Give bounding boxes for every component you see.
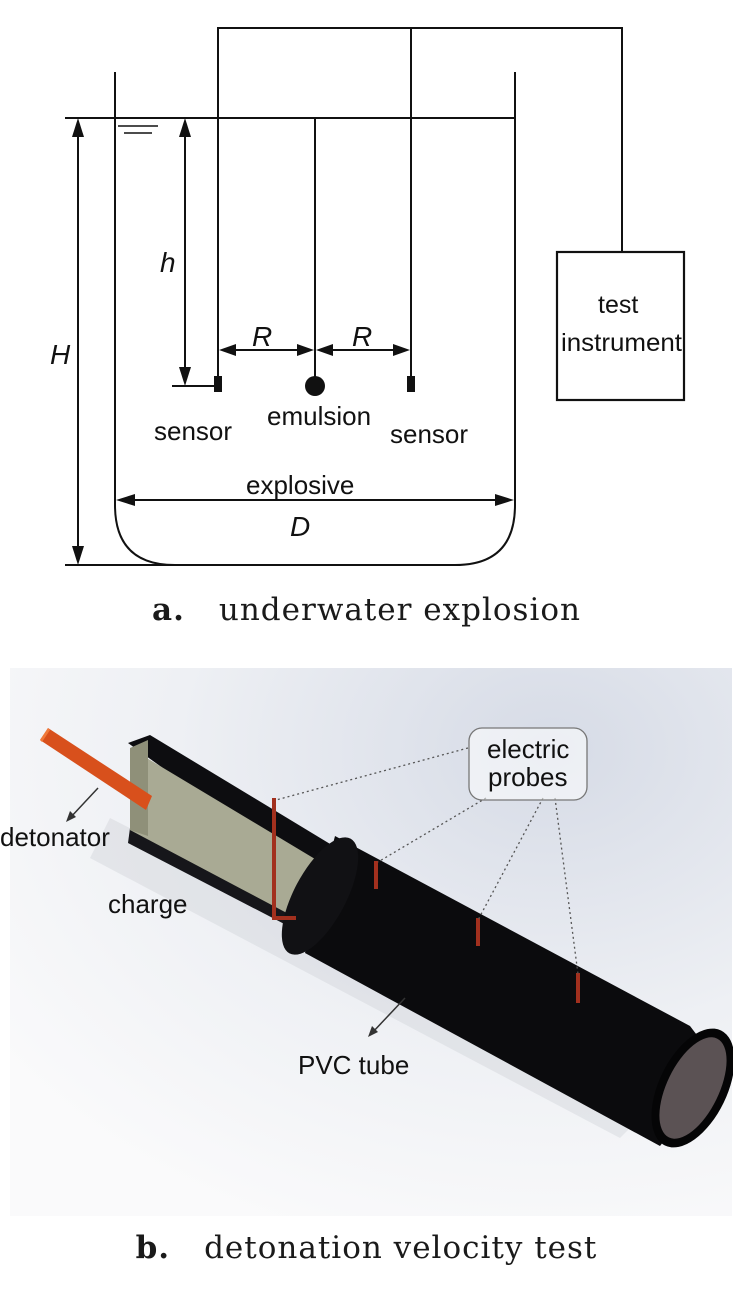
electric-probe-2 bbox=[374, 861, 378, 889]
test-instrument-box bbox=[555, 250, 686, 402]
arrowhead bbox=[72, 118, 84, 137]
caption-a-text: underwater explosion bbox=[218, 592, 582, 628]
sensor-left-marker bbox=[214, 376, 222, 392]
caption-b-letter: b. bbox=[135, 1230, 171, 1266]
wire-left-sensor bbox=[217, 27, 623, 380]
label-explosive: explosive bbox=[246, 470, 354, 500]
pvc-tube-end-face bbox=[659, 1037, 727, 1139]
caption-b: b. detonation velocity test bbox=[0, 1230, 733, 1266]
arrowhead bbox=[66, 811, 76, 822]
caption-a: a. underwater explosion bbox=[0, 592, 733, 628]
electric-probe-1 bbox=[272, 798, 276, 920]
arrowhead bbox=[179, 118, 191, 137]
label-electric: electric bbox=[487, 734, 569, 764]
label-h: h bbox=[160, 247, 176, 278]
arrowhead bbox=[179, 367, 191, 386]
water-tank bbox=[114, 72, 516, 566]
pvc-tube-body bbox=[305, 836, 722, 1146]
label-emulsion: emulsion bbox=[267, 401, 371, 431]
underwater-explosion-diagram: H h R R D sensor sensor emulsion explosi… bbox=[50, 27, 686, 566]
sensor-right-marker bbox=[407, 376, 415, 392]
exposed-charge bbox=[130, 748, 330, 920]
arrowhead bbox=[72, 546, 84, 565]
detonator-pointer bbox=[69, 787, 99, 819]
detonator-rod-tip bbox=[40, 728, 50, 742]
label-probes: probes bbox=[488, 762, 568, 792]
label-pvc-tube: PVC tube bbox=[298, 1050, 409, 1080]
probe-leader-2 bbox=[377, 797, 487, 863]
detonator-rod bbox=[40, 728, 152, 810]
tube-pointer bbox=[371, 997, 406, 1034]
detonation-velocity-test-diagram: electric probes detonator charge PVC tub… bbox=[0, 668, 733, 1216]
arrowhead bbox=[316, 344, 333, 356]
arrowhead bbox=[368, 1026, 378, 1037]
label-H: H bbox=[50, 339, 71, 370]
electric-probe-1-base bbox=[272, 916, 296, 920]
caption-a-letter: a. bbox=[151, 592, 185, 628]
label-test: test bbox=[598, 291, 638, 319]
probe-leader-3 bbox=[477, 797, 544, 921]
arrowhead bbox=[393, 344, 410, 356]
arrowhead bbox=[495, 494, 514, 506]
pvc-tube-start-ring bbox=[281, 837, 359, 955]
electric-probes-callout bbox=[468, 727, 588, 801]
label-charge: charge bbox=[108, 889, 188, 919]
label-sensor-left: sensor bbox=[154, 416, 232, 446]
electric-probe-4 bbox=[576, 973, 580, 1003]
pvc-wall-cutaway-lower bbox=[128, 828, 296, 928]
label-sensor-right: sensor bbox=[390, 419, 468, 449]
label-D: D bbox=[290, 511, 310, 542]
electric-probe-3 bbox=[476, 918, 480, 946]
label-detonator: detonator bbox=[0, 822, 110, 852]
arrowhead bbox=[116, 494, 135, 506]
arrowhead bbox=[297, 344, 314, 356]
label-R-right: R bbox=[352, 321, 372, 352]
label-instrument: instrument bbox=[561, 329, 682, 357]
arrowhead bbox=[219, 344, 236, 356]
probe-leader-1 bbox=[275, 747, 469, 801]
caption-b-text: detonation velocity test bbox=[204, 1230, 598, 1266]
emulsion-explosive-charge bbox=[305, 376, 325, 396]
label-R-left: R bbox=[252, 321, 272, 352]
